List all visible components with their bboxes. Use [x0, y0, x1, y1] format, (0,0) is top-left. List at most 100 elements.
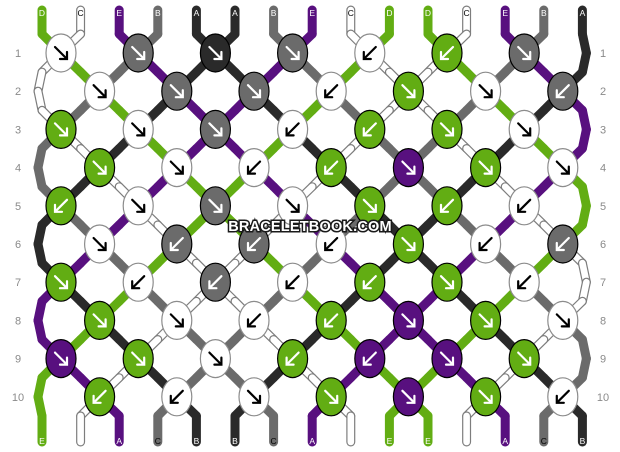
string-label: B	[271, 8, 277, 18]
string-label: B	[541, 8, 547, 18]
knot	[45, 33, 77, 73]
knot	[199, 186, 231, 226]
knot	[83, 224, 116, 264]
knot	[547, 148, 579, 188]
arrow-down-right-icon	[483, 318, 493, 328]
string-label: D	[39, 8, 45, 18]
knot	[354, 33, 386, 73]
knot	[315, 224, 347, 264]
knot	[508, 262, 540, 302]
arrow-down-left-icon	[169, 241, 179, 252]
knot	[547, 300, 579, 340]
knot-layer	[45, 33, 579, 417]
knot	[83, 148, 116, 188]
arrow-down-right-icon	[213, 50, 223, 61]
knot	[315, 377, 347, 417]
arrow-down-right-icon	[174, 165, 184, 175]
arrow-down-left-icon	[362, 356, 372, 366]
arrow-down-right-icon	[251, 394, 262, 404]
knot	[199, 339, 231, 379]
arrow-down-right-icon	[522, 50, 532, 61]
knot	[122, 186, 154, 226]
knot	[122, 33, 154, 73]
arrow-down-right-icon	[174, 318, 184, 328]
arrow-down-left-icon	[208, 280, 218, 290]
knot	[277, 262, 309, 302]
string-label: A	[502, 436, 508, 446]
string-label: E	[425, 436, 431, 446]
row-number-right: 10	[597, 392, 609, 404]
row-number-left: 2	[15, 86, 21, 98]
knot	[199, 33, 231, 73]
arrow-down-right-icon	[406, 241, 416, 252]
row-number-right: 5	[600, 201, 606, 213]
arrow-down-right-icon	[213, 203, 223, 213]
knot	[431, 33, 463, 73]
arrow-down-left-icon	[439, 50, 450, 61]
string-label: E	[502, 8, 508, 18]
arrow-down-right-icon	[213, 356, 223, 366]
knot	[547, 224, 579, 264]
arrow-down-left-icon	[362, 280, 372, 290]
knot	[431, 339, 463, 379]
arrow-down-left-icon	[131, 280, 141, 290]
knot	[83, 71, 116, 111]
knot	[238, 148, 270, 188]
row-number-right: 2	[600, 86, 606, 98]
knot	[392, 377, 424, 417]
knot	[392, 300, 424, 340]
string-label: E	[116, 8, 122, 18]
knot	[354, 186, 386, 226]
arrow-down-left-icon	[324, 318, 334, 328]
knot	[315, 148, 347, 188]
knot	[277, 186, 309, 226]
arrow-down-right-icon	[58, 50, 69, 61]
arrow-down-left-icon	[246, 241, 257, 252]
row-number-right: 9	[600, 354, 606, 366]
arrow-down-right-icon	[560, 165, 570, 175]
string-label: A	[116, 436, 122, 446]
arrow-down-left-icon	[478, 241, 488, 252]
string-label: C	[541, 436, 547, 446]
knot	[45, 262, 77, 302]
arrow-down-right-icon	[58, 280, 69, 290]
arrow-down-right-icon	[522, 127, 532, 137]
string-label: E	[387, 436, 393, 446]
knot	[354, 339, 386, 379]
knot	[238, 224, 270, 264]
arrow-down-right-icon	[406, 394, 416, 404]
string-label: A	[309, 436, 315, 446]
arrow-down-left-icon	[324, 89, 334, 99]
string-label: D	[386, 8, 392, 18]
arrow-down-left-icon	[555, 89, 565, 99]
arrow-down-left-icon	[439, 203, 450, 213]
row-number-left: 9	[15, 354, 21, 366]
string-label: D	[464, 436, 470, 446]
string-label: B	[580, 436, 586, 446]
string-label: B	[155, 8, 161, 18]
string-label: D	[348, 436, 354, 446]
row-number-right: 3	[600, 124, 606, 136]
arrow-down-right-icon	[136, 203, 146, 213]
row-number-right: 8	[600, 315, 606, 327]
row-number-left: 7	[15, 277, 21, 289]
arrow-down-right-icon	[213, 127, 223, 137]
arrow-down-right-icon	[406, 89, 416, 99]
string-label: A	[580, 8, 586, 18]
arrow-down-left-icon	[285, 356, 295, 366]
knot	[277, 109, 309, 149]
watermark-text: BRACELETBOOK.COM	[228, 219, 392, 235]
arrow-down-right-icon	[97, 241, 107, 252]
knot	[315, 300, 347, 340]
knot	[45, 109, 77, 149]
arrow-down-right-icon	[406, 165, 416, 175]
arrow-down-left-icon	[246, 318, 257, 328]
row-number-left: 10	[12, 392, 24, 404]
arrow-down-left-icon	[324, 165, 334, 175]
knot	[508, 339, 540, 379]
row-number-right: 7	[600, 277, 606, 289]
arrow-down-right-icon	[136, 356, 146, 366]
string-label: C	[78, 8, 84, 18]
string-label: C	[155, 436, 161, 446]
